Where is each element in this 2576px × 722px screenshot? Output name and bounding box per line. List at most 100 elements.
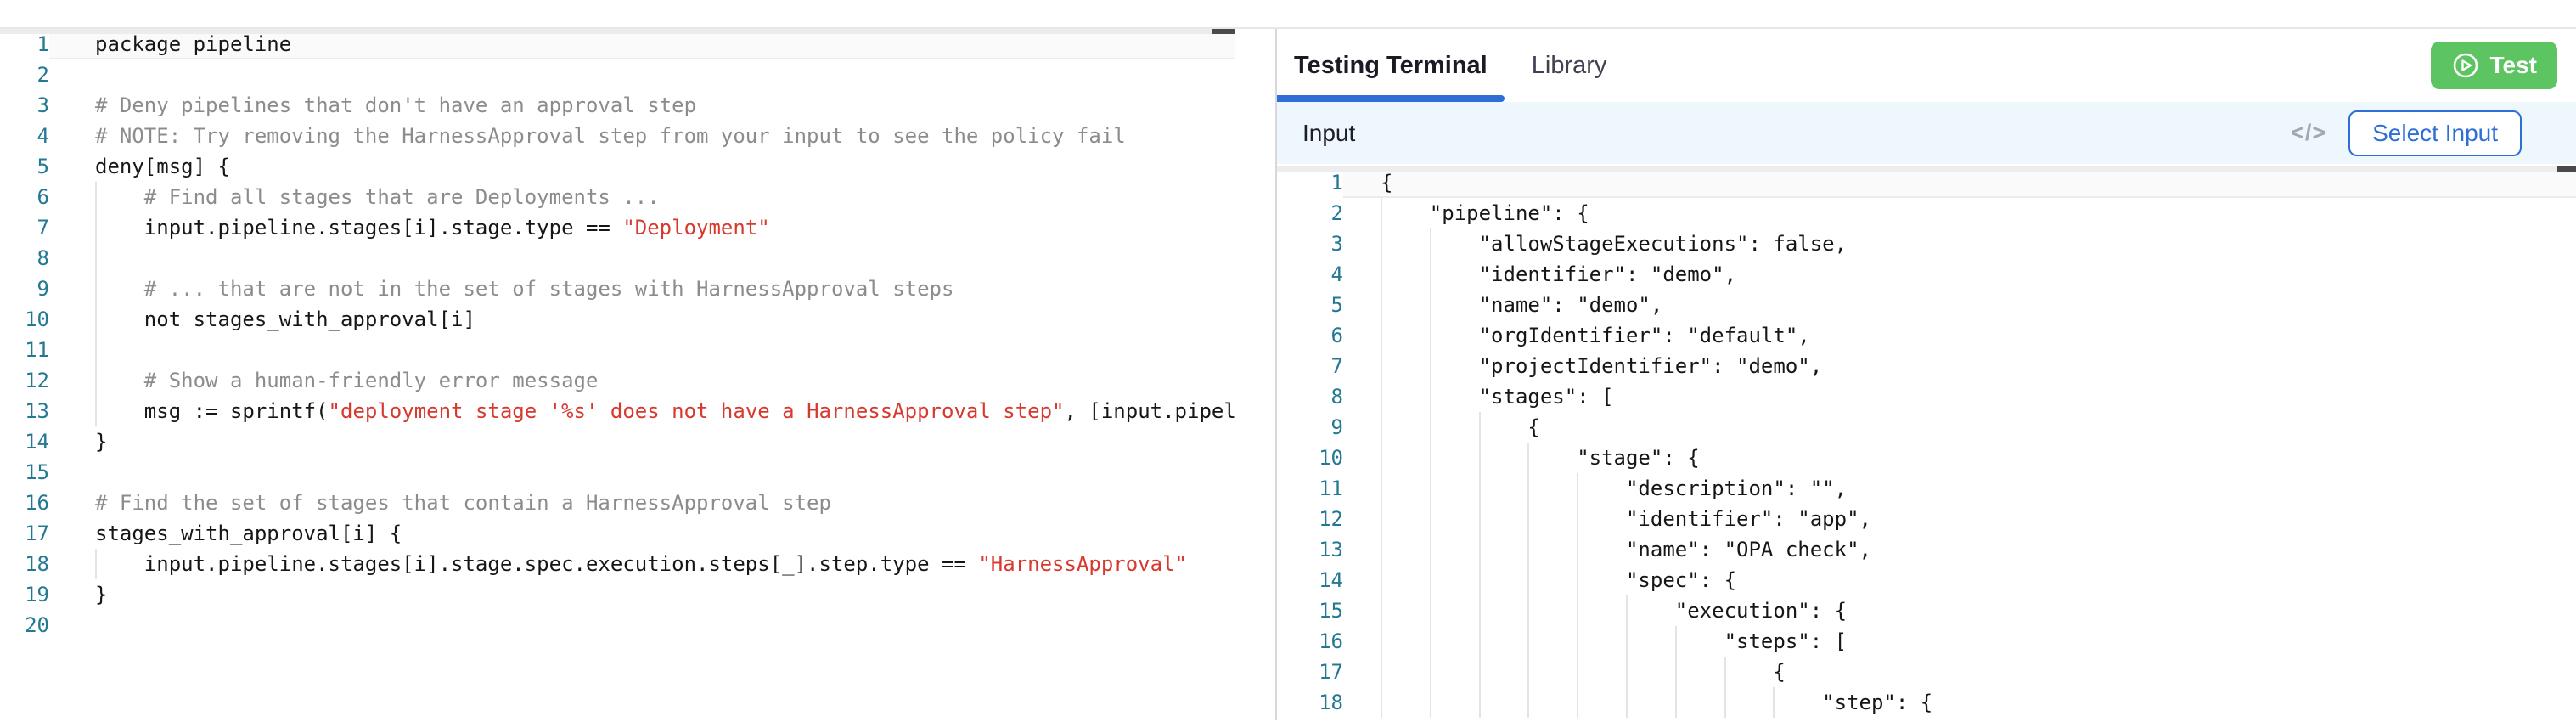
code-line[interactable]: 6 "orgIdentifier": "default", (1277, 320, 2576, 351)
line-number: 1 (1330, 171, 1343, 195)
code-line[interactable]: 3 "allowStageExecutions": false, (1277, 228, 2576, 259)
tab-library[interactable]: Library (1515, 29, 1624, 102)
indent-guide (1773, 687, 1775, 718)
panel-divider[interactable] (1275, 29, 1277, 720)
indent-guide (1527, 504, 1530, 534)
code-line[interactable]: 18 input.pipeline.stages[i].stage.spec.e… (0, 549, 1275, 579)
terminal-tabs: Testing Terminal Library Test (1277, 29, 2576, 102)
indent-guide (1674, 626, 1677, 657)
code-line[interactable]: 5 "name": "demo", (1277, 290, 2576, 320)
code-line[interactable]: 15 "execution": { (1277, 595, 2576, 626)
indent-guide (1478, 534, 1481, 565)
code-line[interactable]: 15 (0, 457, 1275, 488)
indent-guide (1527, 534, 1530, 565)
select-input-button[interactable]: Select Input (2348, 110, 2522, 156)
input-editor-area: 1{2 "pipeline": {3 "allowStageExecutions… (1277, 164, 2576, 720)
horizontal-scrollbar-track[interactable] (1277, 166, 2576, 172)
code-line[interactable]: 4 "identifier": "demo", (1277, 259, 2576, 290)
indent-guide (1478, 412, 1481, 443)
indent-guide (1478, 443, 1481, 473)
code-line[interactable]: 9 { (1277, 412, 2576, 443)
test-button-label: Test (2489, 52, 2538, 78)
indent-guide (1527, 595, 1530, 626)
indent-guide (1381, 381, 1382, 412)
line-number: 7 (37, 216, 49, 240)
code-line[interactable]: 7 input.pipeline.stages[i].stage.type ==… (0, 212, 1275, 243)
code-line[interactable]: 3# Deny pipelines that don't have an app… (0, 90, 1275, 121)
code-view-icon[interactable]: </> (2291, 120, 2327, 145)
code-line[interactable]: 14 "spec": { (1277, 565, 2576, 595)
line-number: 14 (1319, 568, 1343, 592)
indent-guide (1381, 473, 1382, 504)
line-number: 6 (1330, 324, 1343, 347)
indent-guide (1429, 565, 1431, 595)
code-line[interactable]: 16 "steps": [ (1277, 626, 2576, 657)
line-number: 3 (1330, 232, 1343, 256)
indent-guide (1381, 198, 1382, 228)
code-line[interactable]: 13 msg := sprintf("deployment stage '%s'… (0, 396, 1275, 426)
indent-guide (1429, 228, 1431, 259)
line-number: 5 (1330, 293, 1343, 317)
code-line[interactable]: 6 # Find all stages that are Deployments… (0, 182, 1275, 212)
indent-guide (1527, 443, 1530, 473)
indent-guide (1527, 473, 1530, 504)
indent-guide (1626, 595, 1628, 626)
code-line[interactable]: 17 { (1277, 657, 2576, 687)
input-section-label: Input (1302, 119, 1356, 146)
test-button[interactable]: Test (2430, 42, 2557, 89)
indent-guide (1527, 626, 1530, 657)
line-number: 13 (25, 399, 49, 423)
line-number: 9 (37, 277, 49, 301)
code-line[interactable]: 8 (0, 243, 1275, 274)
line-number: 20 (25, 613, 49, 637)
indent-guide (1429, 412, 1431, 443)
indent-guide (1429, 320, 1431, 351)
code-line[interactable]: 12 # Show a human-friendly error message (0, 365, 1275, 396)
indent-guide (1626, 657, 1628, 687)
line-number: 17 (1319, 660, 1343, 684)
testing-terminal-panel: Testing Terminal Library Test Input </> … (1277, 29, 2576, 720)
line-number: 4 (37, 124, 49, 148)
code-line[interactable]: 10 not stages_with_approval[i] (0, 304, 1275, 335)
code-line[interactable]: 9 # ... that are not in the set of stage… (0, 274, 1275, 304)
code-line[interactable]: 18 "step": { (1277, 687, 2576, 718)
code-line[interactable]: 2 "pipeline": { (1277, 198, 2576, 228)
horizontal-scrollbar-thumb[interactable] (2557, 166, 2576, 172)
tab-label: Testing Terminal (1294, 51, 1488, 79)
indent-guide (1429, 259, 1431, 290)
indent-guide (1478, 687, 1481, 718)
line-number: 7 (1330, 354, 1343, 378)
code-line[interactable]: 10 "stage": { (1277, 443, 2576, 473)
indent-guide (1381, 504, 1382, 534)
indent-guide (95, 335, 97, 365)
code-line[interactable]: 20 (0, 610, 1275, 640)
indent-guide (1429, 687, 1431, 718)
horizontal-scrollbar-track[interactable] (0, 29, 1235, 34)
indent-guide (1381, 228, 1382, 259)
code-line[interactable]: 11 (0, 335, 1275, 365)
horizontal-scrollbar-thumb[interactable] (1212, 29, 1235, 34)
code-line[interactable]: 19} (0, 579, 1275, 610)
code-line[interactable]: 16# Find the set of stages that contain … (0, 488, 1275, 518)
line-number: 10 (1319, 446, 1343, 470)
tab-testing-terminal[interactable]: Testing Terminal (1277, 29, 1505, 102)
indent-guide (1527, 657, 1530, 687)
code-line[interactable]: 14} (0, 426, 1275, 457)
code-line[interactable]: 12 "identifier": "app", (1277, 504, 2576, 534)
code-line[interactable]: 7 "projectIdentifier": "demo", (1277, 351, 2576, 381)
code-line[interactable]: 4# NOTE: Try removing the HarnessApprova… (0, 121, 1275, 151)
code-line[interactable]: 8 "stages": [ (1277, 381, 2576, 412)
code-line[interactable]: 1{ (1277, 167, 2576, 198)
line-number: 19 (25, 583, 49, 606)
input-json-editor[interactable]: 1{2 "pipeline": {3 "allowStageExecutions… (1277, 164, 2576, 718)
code-line[interactable]: 11 "description": "", (1277, 473, 2576, 504)
line-number: 17 (25, 522, 49, 545)
code-line[interactable]: 2 (0, 59, 1275, 90)
indent-guide (95, 396, 97, 426)
line-number: 15 (1319, 599, 1343, 623)
code-line[interactable]: 13 "name": "OPA check", (1277, 534, 2576, 565)
